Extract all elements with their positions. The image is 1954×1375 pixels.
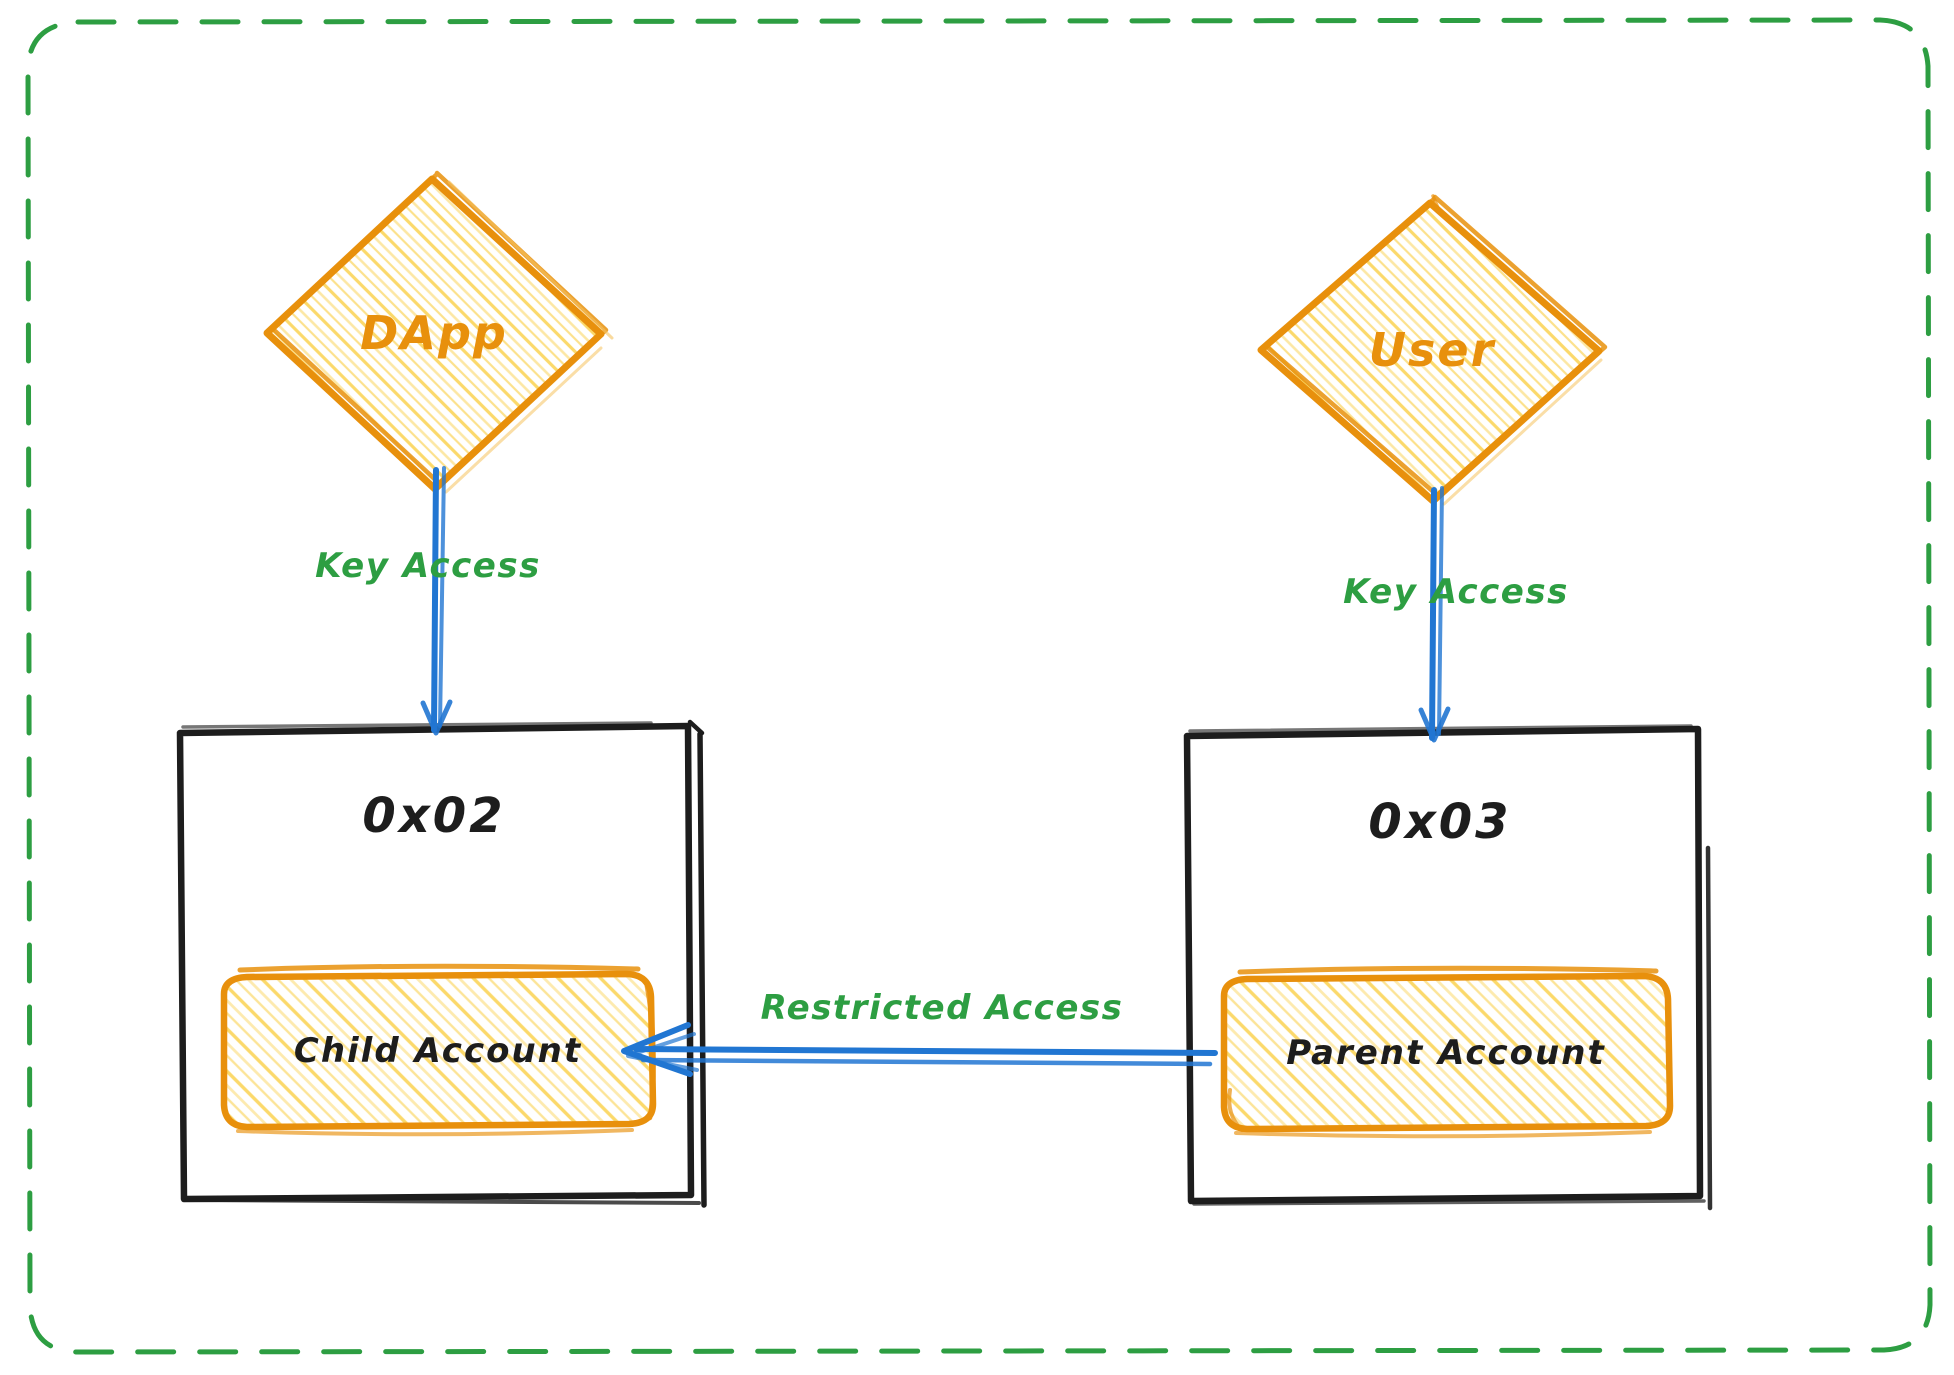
node-child-account[interactable] bbox=[220, 963, 657, 1137]
edge-user-to-0x03 bbox=[1418, 486, 1451, 743]
node-dapp[interactable] bbox=[263, 170, 614, 494]
edge-dapp-to-0x02 bbox=[420, 466, 453, 736]
node-parent-account[interactable] bbox=[1220, 965, 1674, 1139]
outer-boundary bbox=[25, 17, 1933, 1355]
edge-parent-to-child bbox=[621, 1022, 1218, 1077]
node-user[interactable] bbox=[1257, 194, 1608, 506]
